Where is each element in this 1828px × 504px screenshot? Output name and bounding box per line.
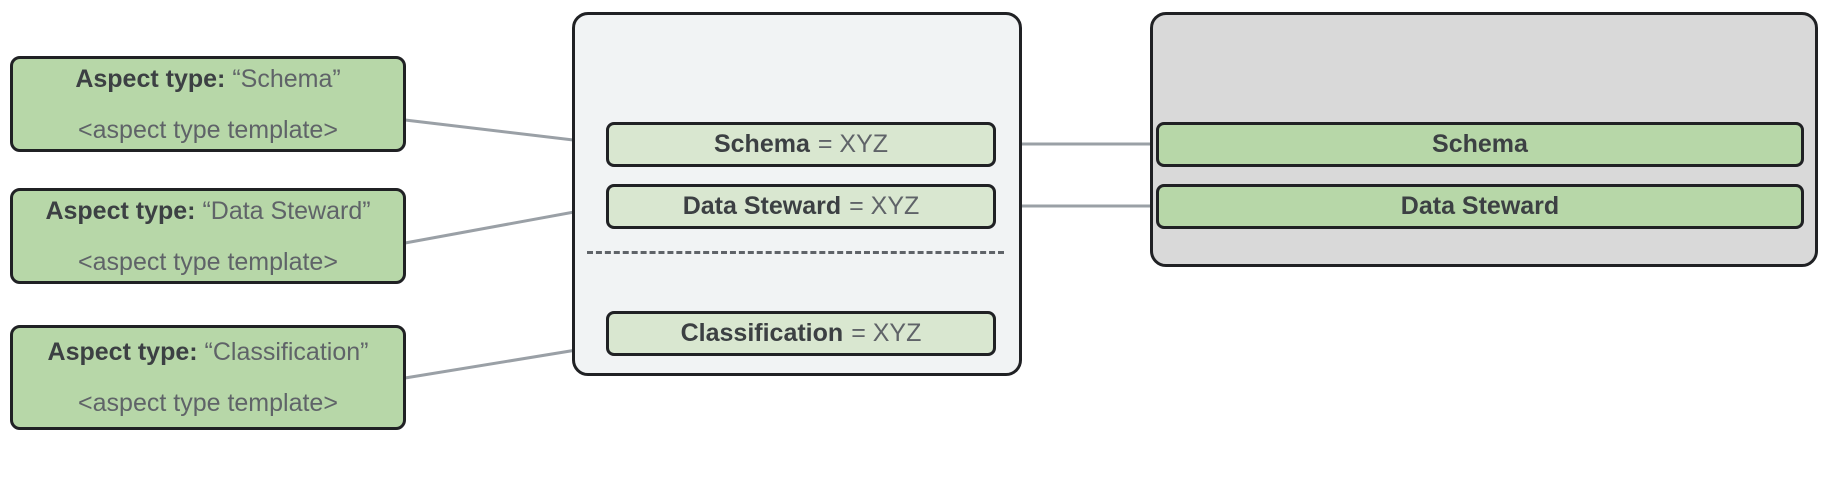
entry-aspect-row-classification-value: = XYZ	[851, 319, 922, 347]
entry-type-aspect-row-schema[interactable]: Schema	[1156, 122, 1804, 167]
entry-aspect-row-classification-name: Classification	[680, 319, 844, 347]
aspect-type-card-data-steward[interactable]: Aspect type: “Data Steward” <aspect type…	[10, 188, 406, 284]
entry-aspect-row-schema[interactable]: Schema = XYZ	[606, 122, 996, 167]
aspect-type-card-data-steward-prefix: Aspect type:	[45, 196, 196, 225]
entry-aspect-row-data-steward[interactable]: Data Steward = XYZ	[606, 184, 996, 229]
entry-type-aspect-row-data-steward-name: Data Steward	[1400, 192, 1560, 220]
aspect-type-card-classification[interactable]: Aspect type: “Classification” <aspect ty…	[10, 325, 406, 430]
entry-aspect-row-data-steward-name: Data Steward	[682, 192, 842, 220]
entry-aspect-row-classification[interactable]: Classification = XYZ	[606, 311, 996, 356]
aspect-type-card-classification-title: Aspect type: “Classification”	[48, 337, 369, 367]
entry-type-aspect-row-data-steward[interactable]: Data Steward	[1156, 184, 1804, 229]
entry-aspect-row-schema-value: = XYZ	[817, 130, 889, 158]
aspect-type-card-classification-template: <aspect type template>	[78, 389, 338, 417]
entry-aspect-row-schema-name: Schema	[713, 130, 810, 158]
entry-required-optional-divider	[587, 251, 1004, 254]
aspect-type-card-schema-title: Aspect type: “Schema”	[75, 64, 340, 94]
aspect-type-card-data-steward-title: Aspect type: “Data Steward”	[45, 196, 370, 226]
aspect-type-card-data-steward-template: <aspect type template>	[78, 247, 338, 276]
entry-aspect-row-data-steward-value: = XYZ	[849, 192, 920, 220]
aspect-type-card-classification-value: “Classification”	[204, 338, 369, 366]
aspect-type-card-data-steward-value: “Data Steward”	[202, 196, 371, 225]
aspect-type-card-schema-template: <aspect type template>	[78, 115, 338, 144]
entry-type-aspect-row-schema-name: Schema	[1432, 130, 1528, 158]
aspect-type-card-classification-prefix: Aspect type:	[47, 338, 198, 366]
aspect-type-card-schema-prefix: Aspect type:	[75, 64, 226, 93]
aspect-type-card-schema[interactable]: Aspect type: “Schema” <aspect type templ…	[10, 56, 406, 152]
aspect-type-card-schema-value: “Schema”	[232, 64, 341, 93]
